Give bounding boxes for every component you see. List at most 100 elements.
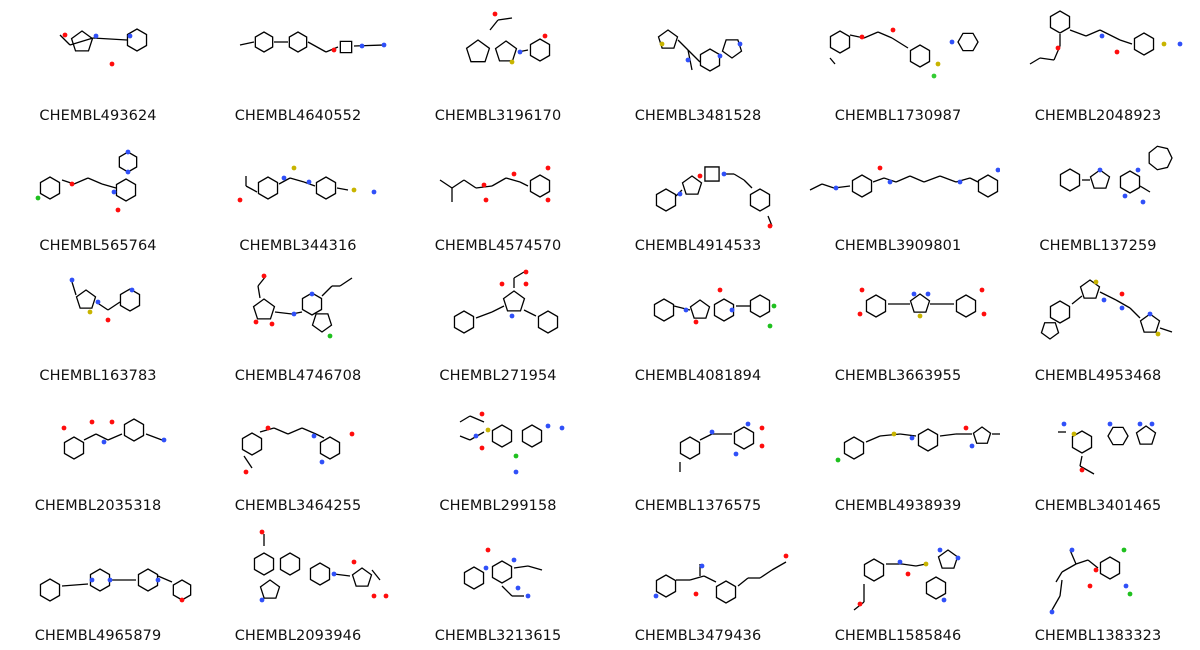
atom-o	[331, 47, 337, 53]
atom-n	[1099, 33, 1105, 39]
bond	[877, 31, 893, 39]
ring	[749, 188, 771, 212]
atom-n	[125, 149, 131, 155]
ring	[315, 176, 337, 200]
bond	[527, 565, 543, 571]
atom-n	[69, 277, 75, 283]
molecule-cell: CHEMBL4914533	[600, 130, 800, 260]
molecule-id-label: CHEMBL299158	[439, 498, 557, 514]
molecule-id-label: CHEMBL3909801	[834, 238, 962, 254]
atom-n	[937, 547, 943, 553]
bond	[879, 433, 901, 437]
atom-n	[729, 307, 735, 313]
molecule-id-label: CHEMBL4746708	[234, 368, 362, 384]
bond	[451, 179, 465, 189]
ring	[39, 578, 61, 602]
bond	[95, 433, 109, 441]
molecule-drawing	[252, 273, 353, 339]
bond	[909, 175, 925, 183]
ring	[453, 310, 475, 334]
atom-n	[1069, 547, 1075, 553]
atom-n	[311, 433, 317, 439]
atom-o	[857, 601, 863, 607]
ring	[75, 289, 97, 309]
atom-n	[1149, 421, 1155, 427]
atom-o	[511, 171, 517, 177]
atom-n	[1140, 199, 1146, 205]
atom-o	[963, 425, 969, 431]
atom-o	[693, 591, 699, 597]
molecule-id-label: CHEMBL4081894	[634, 368, 762, 384]
molecule-drawing	[237, 165, 377, 203]
atom-n	[709, 429, 715, 435]
bond	[733, 173, 745, 181]
atom-n	[1135, 167, 1141, 173]
ring	[721, 39, 743, 59]
bond	[743, 179, 753, 189]
bond	[489, 19, 499, 31]
molecule-drawing	[39, 568, 192, 603]
bond	[1029, 57, 1041, 65]
bond	[1039, 57, 1055, 61]
atom-o	[759, 425, 765, 431]
ring	[115, 178, 137, 202]
molecule-cell: CHEMBL3479436	[600, 520, 800, 650]
ring	[241, 432, 263, 456]
bond	[1139, 185, 1151, 193]
bond	[463, 179, 477, 189]
molecule-cell: CHEMBL4938939	[800, 390, 1000, 520]
molecule-id-label: CHEMBL2093946	[234, 628, 362, 644]
atom-o	[1055, 45, 1061, 51]
atom-o	[351, 559, 357, 565]
molecule-cell: CHEMBL2093946	[200, 520, 400, 650]
molecule-id-label: CHEMBL2035318	[34, 498, 162, 514]
molecule-id-label: CHEMBL163783	[39, 368, 157, 384]
molecule-drawing	[657, 29, 743, 72]
atom-cl	[835, 457, 841, 463]
ring	[1089, 169, 1111, 189]
atom-n	[95, 299, 101, 305]
ring	[843, 436, 865, 460]
bond	[315, 433, 325, 439]
molecule-id-label: CHEMBL1730987	[834, 108, 962, 124]
atom-n	[1122, 193, 1128, 199]
atom-n	[1101, 297, 1107, 303]
atom-n	[1137, 421, 1143, 427]
molecule-drawing	[465, 11, 551, 65]
molecule-structure	[653, 287, 777, 329]
bond	[513, 565, 529, 569]
atom-s	[1161, 41, 1167, 47]
ring	[1040, 322, 1060, 340]
atom-s	[917, 313, 923, 319]
molecule-cell: CHEMBL1383323	[1000, 520, 1200, 650]
molecule-drawing	[35, 149, 138, 213]
atom-n	[685, 57, 691, 63]
bond	[459, 435, 471, 441]
ring	[1099, 556, 1121, 580]
bond	[759, 569, 773, 579]
atom-n	[89, 577, 95, 583]
bond	[459, 415, 471, 423]
bond	[274, 311, 293, 315]
bond	[333, 573, 351, 577]
atom-o	[1093, 567, 1099, 573]
molecule-structure	[465, 11, 551, 65]
atom-n	[887, 179, 893, 185]
bond	[321, 285, 333, 297]
atom-n	[545, 423, 551, 429]
molecule-id-label: CHEMBL3213615	[434, 628, 562, 644]
ring	[681, 175, 703, 195]
molecule-id-label: CHEMBL4574570	[434, 238, 562, 254]
molecule-structure	[241, 425, 355, 475]
molecule-drawing	[59, 28, 148, 67]
atom-o	[179, 597, 185, 603]
bond	[273, 427, 289, 435]
molecule-structure	[1029, 10, 1183, 65]
atom-o	[877, 165, 883, 171]
bond	[513, 271, 525, 279]
atom-o	[62, 32, 68, 38]
atom-o	[523, 281, 529, 287]
ring	[713, 298, 735, 322]
ring	[1133, 32, 1155, 56]
atom-n	[737, 41, 743, 47]
